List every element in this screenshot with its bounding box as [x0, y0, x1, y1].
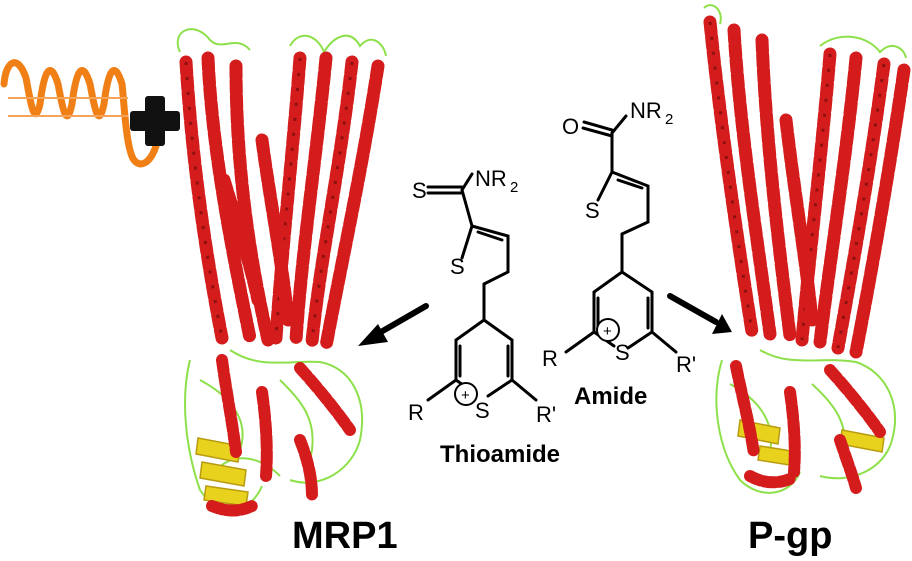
thioamide-charge-circle — [454, 382, 478, 406]
thioamide-structure: S NR 2 S + S R R' Thioamide — [408, 166, 560, 468]
pgp-nbd — [715, 349, 896, 494]
thioamide-ring-s: S — [450, 254, 465, 279]
amide-r: R — [542, 346, 558, 371]
amide-structure: O NR 2 S + S R R' Amide — [542, 98, 696, 410]
arrow-icon — [358, 303, 429, 346]
amide-r-prime: R' — [676, 352, 696, 377]
thioamide-s-exo: S — [412, 178, 427, 203]
mrp1-extra-domain — [0, 59, 160, 168]
amide-pyr-s: S — [615, 340, 630, 365]
thioamide-nr2: NR — [475, 166, 507, 191]
thioamide-r: R — [408, 400, 424, 425]
thioamide-charge: + — [461, 387, 470, 404]
amide-o-exo: O — [562, 114, 579, 139]
arrow-icon — [667, 293, 732, 334]
pgp-structure — [703, 4, 911, 494]
thioamide-nr2-sub: 2 — [510, 179, 518, 196]
amide-nr2: NR — [630, 98, 662, 123]
mrp1-nbd — [184, 349, 364, 517]
mrp1-label: MRP1 — [292, 515, 398, 557]
amide-ring-s: S — [585, 198, 600, 223]
mrp1-structure — [0, 28, 387, 517]
amide-charge: + — [603, 323, 612, 340]
plus-icon — [130, 96, 180, 146]
thioamide-label: Thioamide — [440, 441, 560, 468]
thioamide-pyr-s: S — [475, 398, 490, 423]
amide-charge-circle — [596, 318, 620, 342]
thioamide-r-prime: R' — [536, 402, 556, 427]
amide-nr2-sub: 2 — [665, 111, 673, 128]
amide-label: Amide — [574, 383, 647, 410]
pgp-label: P-gp — [748, 515, 832, 557]
